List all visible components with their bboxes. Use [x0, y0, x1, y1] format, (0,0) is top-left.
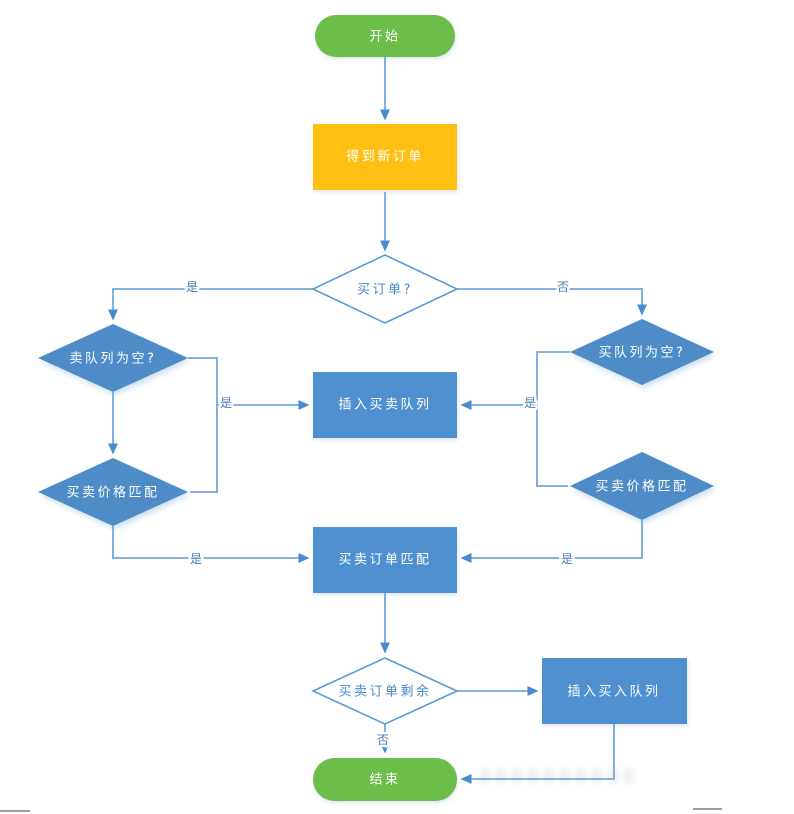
label-remaining-no: 否: [377, 733, 389, 747]
price-match-left-label: 买卖价格匹配: [66, 485, 159, 501]
insert-buy-label: 插入买入队列: [567, 685, 660, 700]
crop-artifact-left: [0, 810, 30, 812]
buy-order-label: 买订单?: [357, 283, 413, 298]
start-shape: [315, 15, 455, 57]
insert-buysell-label: 插入买卖队列: [338, 398, 431, 413]
edge-price-right-yes: [460, 520, 643, 563]
label-buy-order-no: 否: [557, 280, 569, 294]
node-buy-order[interactable]: 买订单?: [311, 254, 459, 324]
edge-buy-order-yes: [108, 288, 313, 321]
crop-artifact-right: [693, 808, 722, 810]
get-order-shape: [313, 124, 457, 190]
sell-queue-empty-label: 卖队列为空?: [70, 352, 157, 367]
label-price-left-yes: 是: [190, 552, 202, 566]
price-match-right-label: 买卖价格匹配: [595, 479, 688, 495]
edge-left-bracket: [188, 357, 218, 493]
sell-queue-empty-shape: [38, 324, 188, 392]
edge-price-left-yes: [112, 526, 310, 563]
insert-buy-shape: [542, 658, 687, 724]
node-price-match-right[interactable]: 买卖价格匹配: [570, 452, 714, 520]
end-label: 结束: [369, 773, 400, 788]
label-buy-empty-yes: 是: [524, 396, 536, 410]
price-match-left-shape: [38, 458, 188, 526]
node-sell-queue-empty[interactable]: 卖队列为空?: [38, 324, 188, 392]
node-buy-queue-empty[interactable]: 买队列为空?: [570, 319, 714, 385]
order-remaining-label: 买卖订单剩余: [338, 684, 431, 700]
label-price-right-yes: 是: [561, 552, 573, 566]
node-get-order[interactable]: 得到新订单: [313, 124, 457, 190]
order-match-shape: [313, 527, 457, 593]
buy-order-shape: [311, 254, 459, 324]
node-insert-buysell-queue[interactable]: 插入买卖队列: [313, 372, 457, 438]
node-price-match-left[interactable]: 买卖价格匹配: [38, 458, 188, 526]
end-shape: [313, 758, 457, 801]
node-end[interactable]: 结束: [313, 758, 457, 801]
order-remaining-shape: [311, 657, 459, 725]
start-label: 开始: [369, 30, 400, 45]
insert-buysell-shape: [313, 372, 457, 438]
edge-insert-buy-to-end: [460, 724, 615, 784]
node-order-remaining[interactable]: 买卖订单剩余: [311, 657, 459, 725]
node-start[interactable]: 开始: [315, 15, 455, 57]
edge-buy-order-no: [457, 288, 647, 316]
price-match-right-shape: [570, 452, 714, 520]
label-buy-order-yes: 是: [186, 280, 198, 294]
edge-labels: 是 否 是 是 是 是 否: [183, 278, 575, 750]
node-order-match[interactable]: 买卖订单匹配: [313, 527, 457, 593]
label-sell-empty-yes: 是: [220, 396, 232, 410]
order-match-label: 买卖订单匹配: [338, 553, 431, 568]
get-order-label: 得到新订单: [346, 149, 424, 165]
connectors: [108, 57, 647, 784]
buy-queue-empty-shape: [570, 319, 714, 385]
edge-right-bracket: [536, 351, 570, 487]
buy-queue-empty-label: 买队列为空?: [599, 346, 686, 361]
node-insert-buy-queue[interactable]: 插入买入队列: [542, 658, 687, 724]
